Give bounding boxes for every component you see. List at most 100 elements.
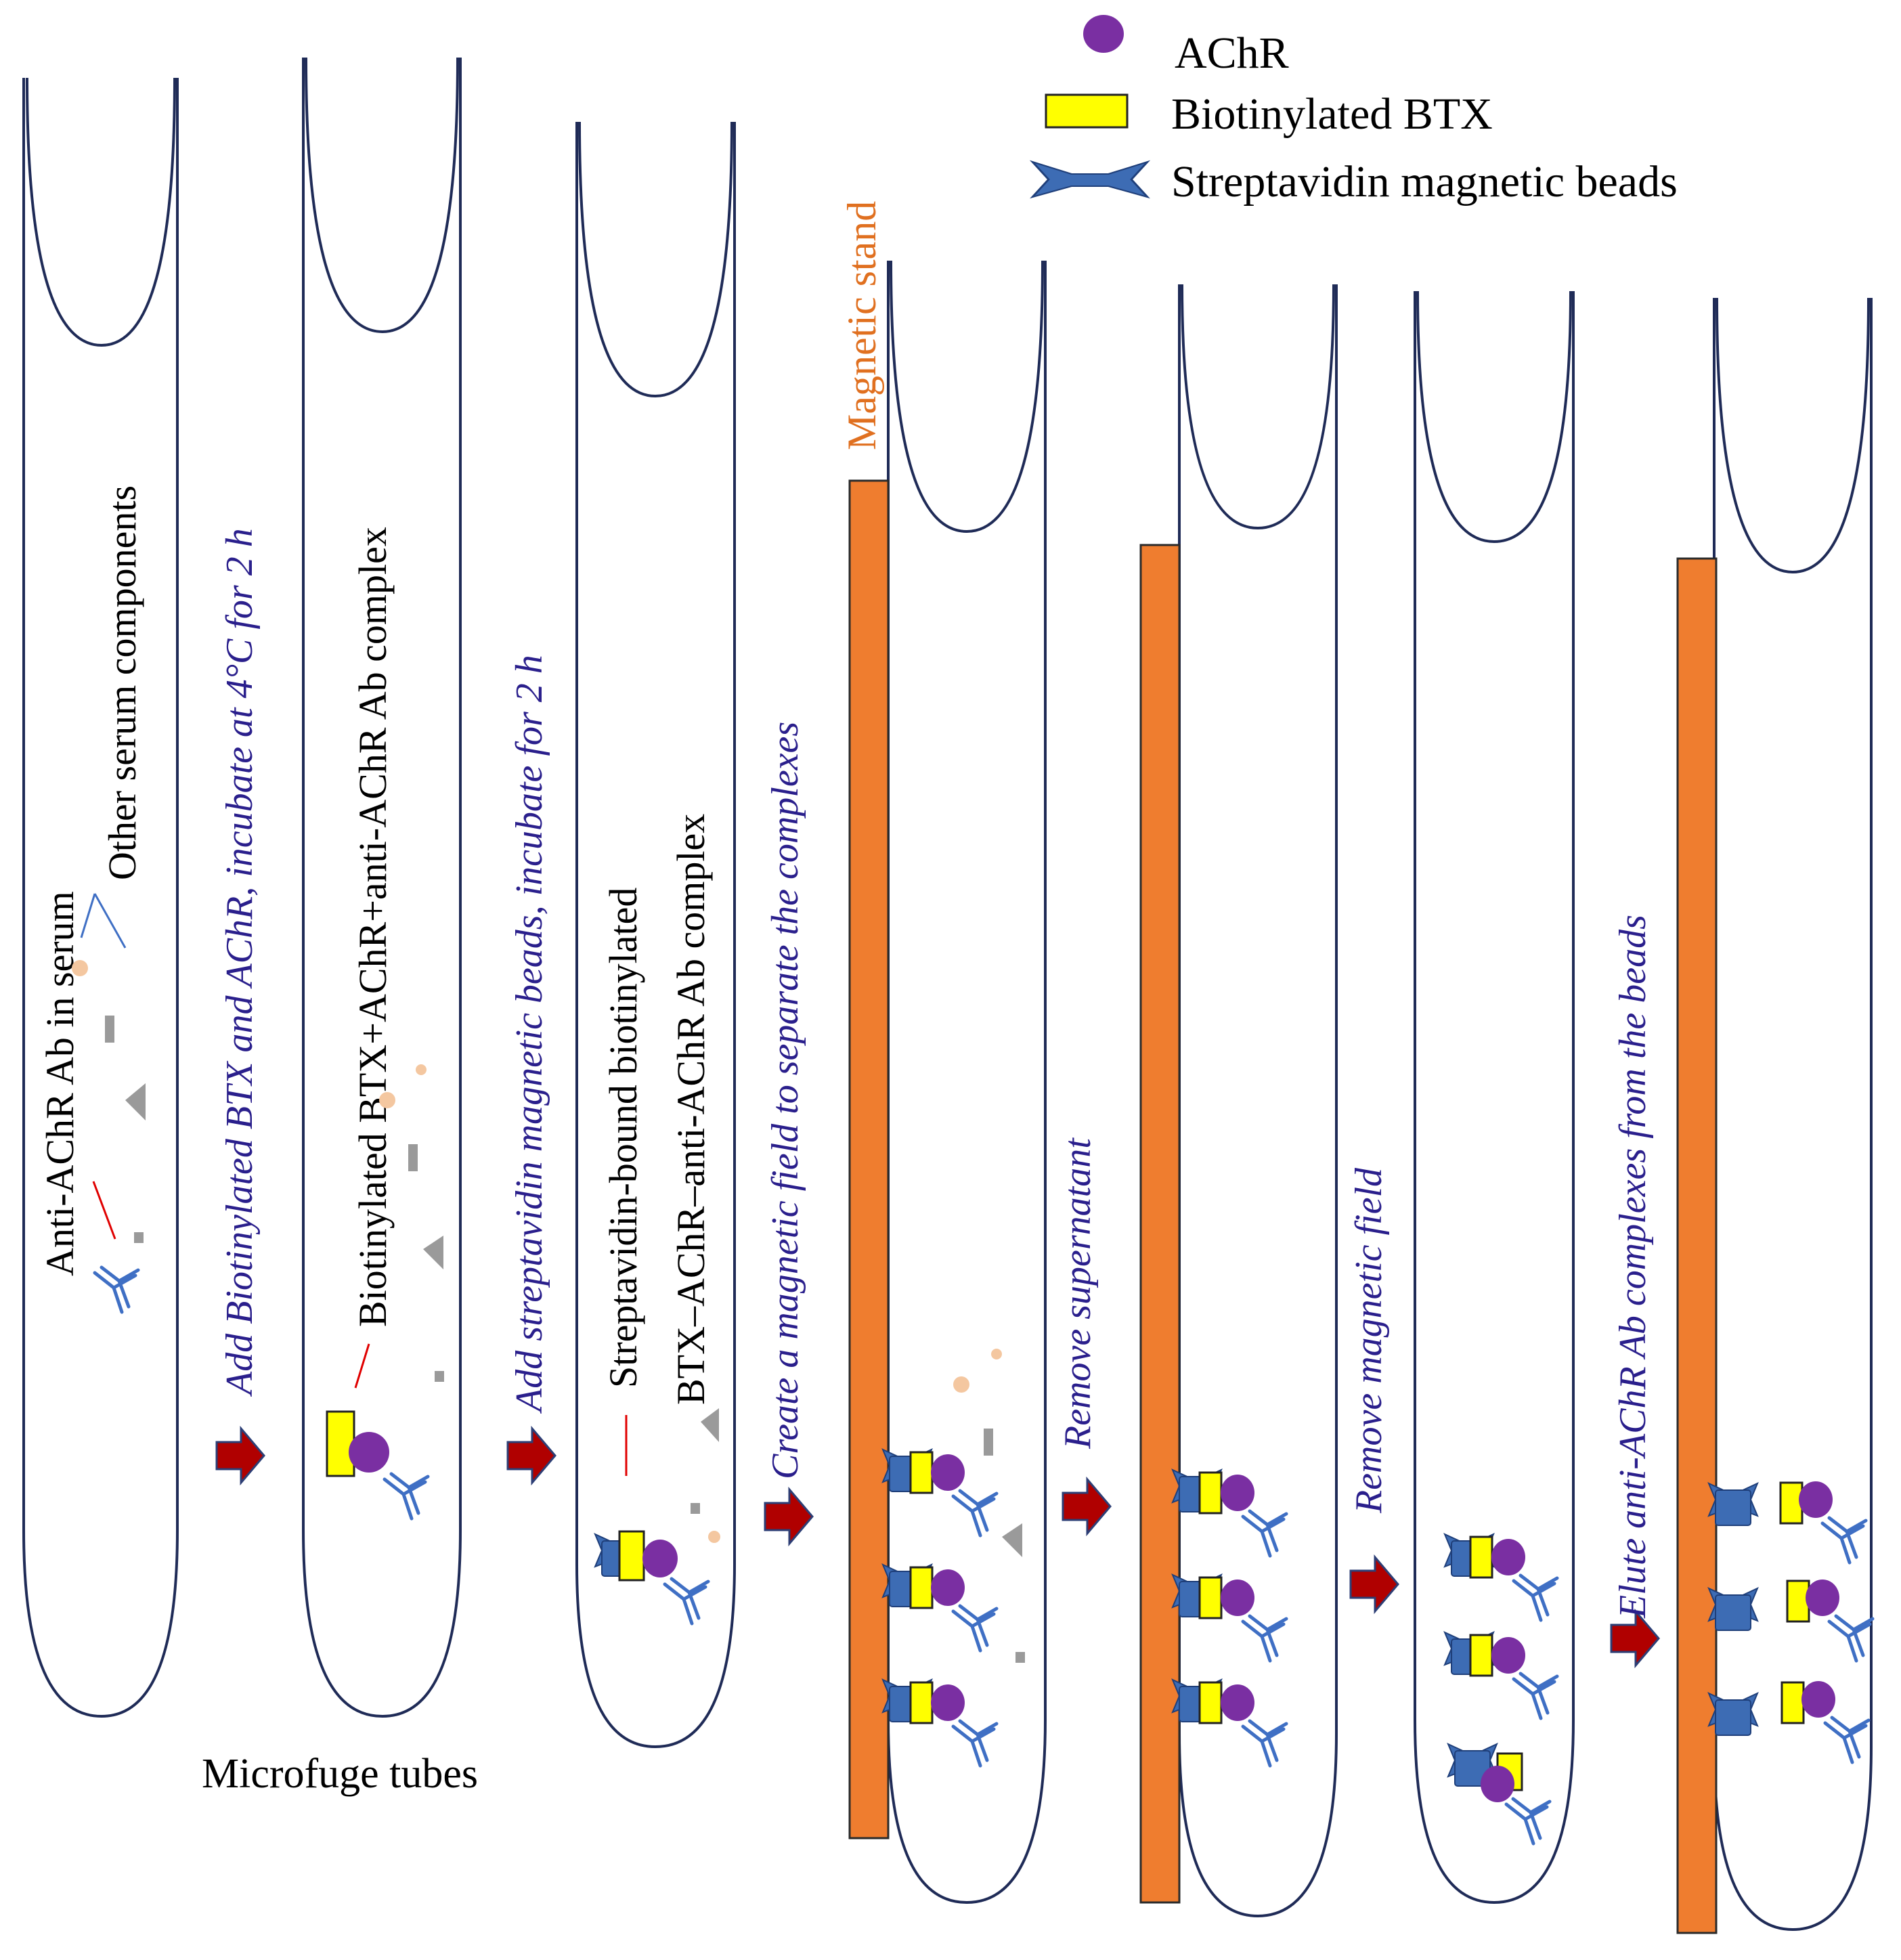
achr-icon <box>1801 1681 1835 1718</box>
achr-icon <box>349 1432 389 1473</box>
anti-achr-serum-label: Anti-AChR Ab in serum <box>38 891 82 1276</box>
serum-component <box>701 1408 719 1442</box>
other-serum-label: Other serum components <box>100 485 144 880</box>
achr-icon <box>1221 1475 1254 1511</box>
btx-icon <box>326 1410 355 1477</box>
magnetic-stand-label: Magnetic stand <box>839 201 884 450</box>
antibody-icon <box>1822 1518 1866 1563</box>
serum-component <box>408 1144 418 1171</box>
achr-icon <box>931 1569 965 1606</box>
tube-6 <box>1414 290 1575 1904</box>
step-arrow-6 <box>1610 1610 1660 1667</box>
btx-icon <box>1469 1634 1493 1677</box>
step-text-4: Remove supernatant <box>1057 1137 1099 1450</box>
btx-icon <box>1198 1681 1223 1724</box>
step-text-6: Elute anti-AChR Ab complexes from the be… <box>1612 915 1654 1619</box>
complex-2a-label: Streptavidin-bound biotinylated <box>601 888 645 1388</box>
legend-achr-label: AChR <box>1175 28 1289 78</box>
serum-component <box>1015 1652 1025 1663</box>
bound-complexes-tube-5 <box>1172 1469 1286 1766</box>
step-arrow-3 <box>764 1488 814 1545</box>
btx-icon <box>909 1566 934 1609</box>
antibody-icon <box>1243 1616 1286 1661</box>
pointer-anti-ab <box>92 1181 116 1240</box>
tube-3 <box>575 121 736 1749</box>
btx-icon <box>1779 1481 1804 1525</box>
btx-legend-icon <box>1045 93 1129 129</box>
achr-icon <box>1221 1684 1254 1721</box>
legend: AChR Biotinylated BTX Streptavidin magne… <box>1029 15 1678 206</box>
achr-icon <box>1221 1580 1254 1616</box>
magnetic-stand-1 <box>848 479 890 1839</box>
eluted-complexes-tube-7 <box>1708 1481 1873 1762</box>
bead-icon <box>1708 1693 1758 1736</box>
complex-2b-label: BTX–AChR–anti-AChR Ab complex <box>669 814 713 1405</box>
pointer-complex-1 <box>354 1343 370 1389</box>
serum-component <box>1002 1523 1022 1557</box>
achr-icon <box>931 1454 965 1491</box>
antibody-icon <box>953 1606 997 1651</box>
tube-7 <box>1713 297 1873 1932</box>
achr-icon <box>931 1684 965 1721</box>
serum-component <box>984 1429 993 1456</box>
step-text-3: Create a magnetic field to separate the … <box>764 722 806 1479</box>
antibody-icon <box>1825 1718 1869 1762</box>
serum-component <box>991 1349 1002 1359</box>
released-complexes-tube-6 <box>1444 1533 1557 1844</box>
btx-icon <box>909 1681 934 1724</box>
step-text-5: Remove magnetic field <box>1348 1167 1390 1514</box>
serum-component <box>708 1531 720 1543</box>
serum-component <box>691 1503 700 1514</box>
step-arrow-4 <box>1062 1478 1112 1535</box>
antibody-icon <box>1829 1616 1873 1661</box>
tube-4 <box>887 260 1047 1904</box>
bead-icon <box>1708 1588 1758 1631</box>
achr-icon <box>1806 1580 1839 1616</box>
serum-component <box>125 1083 146 1120</box>
btx-icon <box>1780 1681 1805 1724</box>
step-arrow-2 <box>506 1427 556 1484</box>
bound-complexes-tube-4 <box>882 1449 997 1766</box>
magnetic-stand-3 <box>1676 557 1718 1934</box>
bead-legend-icon <box>1029 160 1151 199</box>
serum-component <box>105 1016 114 1043</box>
step-text-2: Add streptavidin magnetic beads, incubat… <box>508 655 550 1414</box>
step-arrow-1 <box>215 1427 265 1484</box>
achr-icon <box>1799 1481 1833 1518</box>
tube-1 <box>22 77 179 1718</box>
achr-icon <box>1481 1766 1514 1802</box>
serum-component <box>435 1371 444 1382</box>
step-text-1: Add Biotinylated BTX and AChR, incubate … <box>219 528 261 1397</box>
antibody-icon <box>953 1491 997 1536</box>
pointer-other-serum <box>80 893 127 949</box>
legend-beads-label: Streptavidin magnetic beads <box>1171 157 1678 206</box>
serum-component <box>134 1232 144 1243</box>
antibody-icon <box>665 1579 708 1624</box>
serum-component <box>416 1064 427 1075</box>
serum-component <box>72 960 88 976</box>
btx-icon <box>1198 1471 1223 1515</box>
achr-icon <box>1491 1637 1525 1674</box>
btx-icon <box>1198 1576 1223 1619</box>
antibody-icon <box>953 1721 997 1766</box>
magnetic-stand-2 <box>1139 544 1181 1904</box>
antibody-icon <box>95 1267 138 1312</box>
achr-icon <box>1491 1539 1525 1575</box>
antibody-icon <box>1514 1575 1557 1620</box>
serum-component <box>423 1236 443 1269</box>
btx-icon <box>618 1530 645 1582</box>
tube-5 <box>1178 284 1338 1918</box>
btx-icon <box>1786 1580 1810 1623</box>
serum-component <box>953 1376 969 1393</box>
btx-icon <box>1469 1536 1493 1579</box>
step-arrow-5 <box>1349 1556 1399 1613</box>
btx-icon <box>909 1451 934 1494</box>
antibody-icon <box>1514 1674 1557 1718</box>
serum-component <box>379 1092 395 1108</box>
achr-legend-icon <box>1083 15 1124 53</box>
microfuge-tubes-label: Microfuge tubes <box>202 1751 478 1797</box>
legend-btx-label: Biotinylated BTX <box>1171 89 1493 139</box>
antibody-icon <box>1506 1799 1550 1844</box>
antibody-icon <box>385 1474 428 1519</box>
